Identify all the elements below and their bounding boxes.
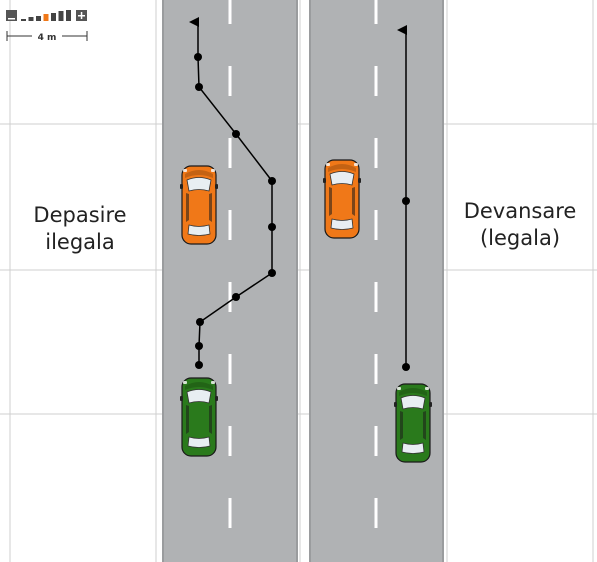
zoom-out-button[interactable]	[6, 10, 17, 21]
path-point	[232, 293, 240, 301]
scale-label: 4 m	[38, 33, 57, 43]
zoom-level-steps[interactable]	[21, 10, 71, 21]
path-point	[196, 318, 204, 326]
green-car-icon	[180, 377, 218, 457]
caption-legal-overtake: Devansare (legala)	[445, 198, 595, 252]
zoom-in-button[interactable]	[76, 10, 87, 21]
zoom-level-step[interactable]	[28, 17, 34, 21]
road-edge	[296, 0, 298, 562]
road-edge	[442, 0, 444, 562]
caption-right-line1: Devansare	[463, 199, 577, 223]
path-point	[195, 361, 203, 369]
caption-left-line2: ilegala	[45, 230, 115, 254]
path-point	[402, 363, 410, 371]
caption-illegal-overtake: Depasire ilegala	[10, 202, 150, 256]
zoom-level-step[interactable]	[66, 10, 71, 21]
zoom-level-step[interactable]	[43, 14, 49, 21]
path-point	[268, 177, 276, 185]
caption-left-line1: Depasire	[33, 203, 127, 227]
green-car-icon	[394, 383, 432, 463]
zoom-level-step[interactable]	[36, 16, 41, 21]
path-point	[268, 223, 276, 231]
paths	[189, 17, 410, 371]
zoom-toolbar: 4 m	[6, 10, 88, 43]
zoom-level-step[interactable]	[21, 19, 26, 21]
path-point	[195, 342, 203, 350]
path-point	[195, 83, 203, 91]
road-edge	[309, 0, 311, 562]
minus-square-icon	[6, 10, 17, 21]
zoom-level-step[interactable]	[51, 13, 56, 21]
orange-car-icon	[180, 165, 218, 245]
caption-right-line2: (legala)	[479, 226, 561, 250]
path-point	[268, 269, 276, 277]
zoom-level-step[interactable]	[58, 11, 64, 21]
path-point	[232, 130, 240, 138]
road-edge	[162, 0, 164, 562]
path-point	[194, 53, 202, 61]
roads	[162, 0, 444, 562]
scale-bar: 4 m	[6, 30, 88, 43]
orange-car-icon	[323, 159, 361, 239]
path-point	[402, 197, 410, 205]
